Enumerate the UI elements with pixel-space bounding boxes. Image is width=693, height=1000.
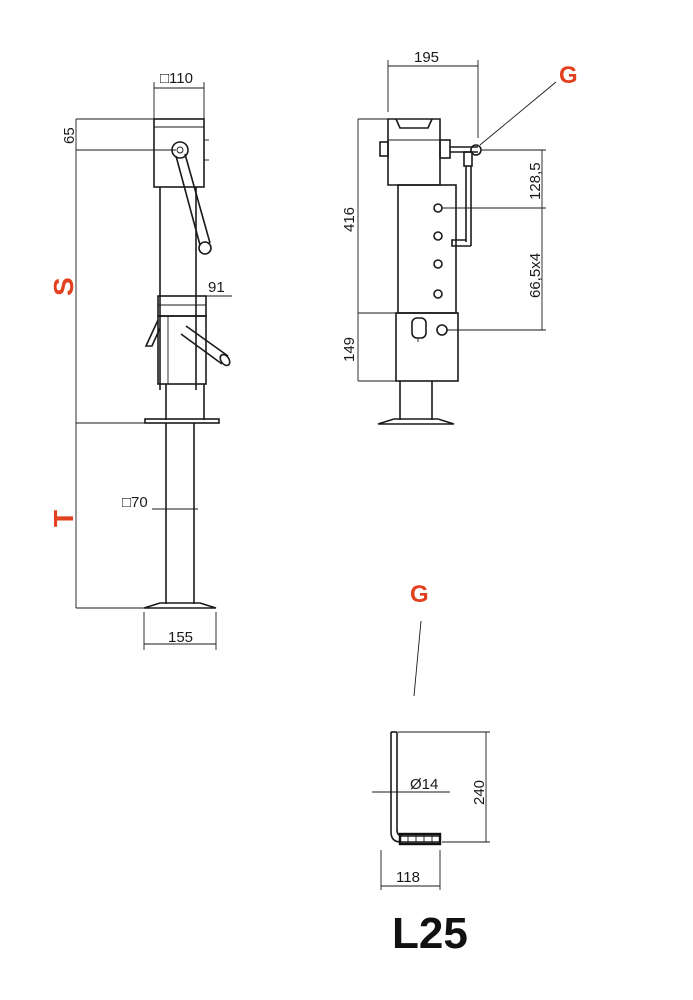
drawing-title: L25	[392, 909, 468, 958]
dim-91-label: 91	[208, 279, 225, 296]
dim-65-label: 65	[61, 127, 78, 144]
side-view-dimensions	[75, 82, 232, 650]
dim-14-label: Ø14	[410, 776, 438, 793]
label-G-bottom: G	[410, 581, 429, 608]
dim-149-label: 149	[341, 337, 358, 362]
dim-195-label: 195	[414, 49, 439, 66]
dim-66-5x4-label: 66,5x4	[527, 253, 544, 298]
dim-416-label: 416	[341, 207, 358, 232]
dim-155-label: 155	[168, 629, 193, 646]
dim-240-label: 240	[471, 780, 488, 805]
dim-118-label: 118	[396, 869, 420, 886]
dim-128-5-label: 128,5	[527, 162, 544, 200]
front-view-dimensions	[357, 60, 557, 382]
dim-110-label: □110	[160, 70, 193, 87]
label-S: S	[48, 277, 79, 296]
detail-g-leader	[413, 620, 422, 697]
dim-70-label: □70	[122, 494, 148, 511]
crank-handle-detail	[372, 731, 490, 890]
label-T: T	[48, 510, 79, 527]
label-G-top: G	[559, 62, 578, 89]
side-view	[143, 118, 231, 609]
front-view	[377, 118, 482, 425]
